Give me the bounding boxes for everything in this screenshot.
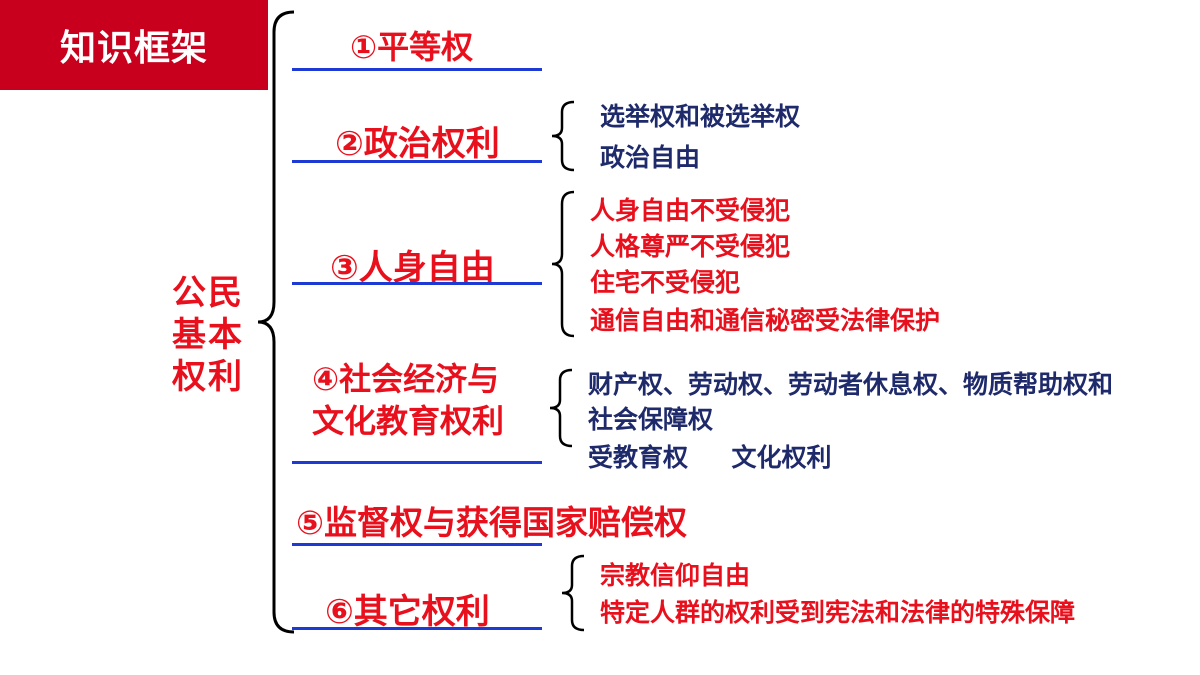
category-2-detail-2: 政治自由 [600,143,701,172]
category-6-detail-2: 特定人群的权利受到宪法和法律的特殊保障 [600,598,1076,627]
category-5-label: ⑤监督权与获得国家赔偿权 [296,503,687,542]
category-2-brace [551,100,575,172]
category-2-label: ②政治权利 [335,124,500,164]
category-6-label: ⑥其它权利 [325,592,490,632]
category-3-underline [292,282,542,285]
category-6-underline [292,627,542,630]
category-4-detail-1: 财产权、劳动权、劳动者休息权、物质帮助权和 [588,370,1114,399]
category-3-detail-2: 人格尊严不受侵犯 [590,232,791,261]
category-6-brace [561,554,585,632]
category-3-detail-4: 通信自由和通信秘密受法律保护 [590,306,941,335]
category-2-detail-1: 选举权和被选举权 [600,102,801,131]
category-2-underline [292,160,542,163]
root-label: 公民 基本 权利 [172,273,244,397]
category-4-detail-3: 受教育权 文化权利 [588,443,832,472]
section-title: 知识框架 [0,0,268,90]
category-3-detail-1: 人身自由不受侵犯 [590,196,791,225]
category-6-detail-1: 宗教信仰自由 [600,561,751,590]
category-1-label: ①平等权 [350,28,474,66]
category-5-underline [292,543,542,546]
root-brace [257,10,295,634]
category-4-underline [292,461,542,464]
category-3-brace [551,190,575,338]
category-3-label: ③人身自由 [330,248,495,288]
category-4-label-line2: 文化教育权利 [312,402,505,440]
category-4-detail-2: 社会保障权 [588,405,714,434]
category-3-detail-3: 住宅不受侵犯 [590,268,741,297]
category-1-underline [292,68,542,71]
category-4-brace [549,368,573,448]
category-4-label-line1: ④社会经济与 [312,360,500,398]
